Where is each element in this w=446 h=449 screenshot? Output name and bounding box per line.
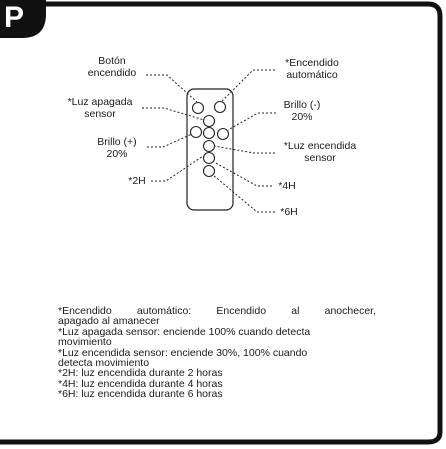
timer-2h-button bbox=[202, 151, 216, 165]
leader-power bbox=[146, 74, 198, 103]
label-2h: *2H bbox=[128, 175, 146, 187]
label-brillo-mas: Brillo (+) 20% bbox=[97, 136, 137, 160]
note-line: apagado al amanecer bbox=[58, 315, 160, 328]
auto-on-button bbox=[213, 100, 227, 114]
leader-2h bbox=[151, 155, 204, 182]
note-line: *Luz encendida sensor: enciende 30%, 100… bbox=[58, 346, 308, 359]
note-line: *Luz apagada sensor: enciende 100% cuand… bbox=[58, 325, 311, 338]
leader-auto-on bbox=[221, 69, 275, 102]
brightness-up-button bbox=[189, 125, 203, 139]
label-luz-encendida-sensor: *Luz encendida sensor bbox=[283, 140, 357, 164]
note-line: *4H: luz encendida durante 4 horas bbox=[58, 377, 223, 390]
note-line: *6H: luz encendida durante 6 horas bbox=[58, 388, 223, 401]
note-line: detecta movimiento bbox=[58, 357, 150, 370]
label-brillo-menos: Brillo (-) 20% bbox=[283, 99, 321, 123]
sensor-on-button bbox=[202, 139, 216, 153]
center-button bbox=[202, 126, 216, 140]
label-boton-encendido: Botón encendido bbox=[87, 55, 137, 79]
sensor-off-button bbox=[202, 114, 216, 128]
leader-sensor-off bbox=[142, 107, 205, 121]
leader-brightness-up bbox=[147, 133, 193, 148]
badge-letter: P bbox=[4, 1, 24, 34]
leader-sensor-on bbox=[213, 145, 275, 154]
label-4h: *4H bbox=[278, 180, 296, 192]
note-line: movimiento bbox=[58, 336, 112, 349]
footnotes: *Encendido automático: Encendido al anoc… bbox=[58, 306, 376, 400]
corner-badge bbox=[0, 0, 46, 38]
label-6h: *6H bbox=[280, 206, 298, 218]
note-line: *2H: luz encendida durante 2 horas bbox=[58, 367, 223, 380]
note-line: *Encendido automático: Encendido al anoc… bbox=[58, 305, 376, 317]
leader-brightness-down bbox=[227, 112, 276, 131]
label-luz-apagada-sensor: *Luz apagada sensor bbox=[67, 96, 133, 120]
label-encendido-automatico: *Encendido automático bbox=[285, 57, 339, 81]
brightness-down-button bbox=[216, 127, 230, 141]
leader-4h bbox=[213, 161, 272, 187]
timer-6h-button bbox=[202, 164, 216, 178]
power-button bbox=[191, 101, 205, 115]
leader-6h bbox=[212, 174, 275, 213]
